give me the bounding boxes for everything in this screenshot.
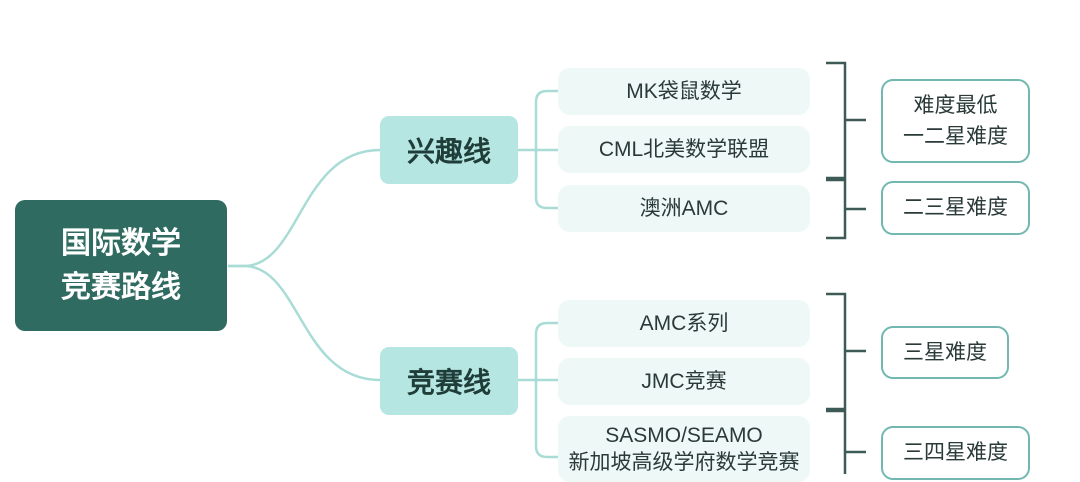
leaf-label-line-2: 新加坡高级学府数学竞赛: [568, 451, 800, 474]
leaf-amc-series: AMC系列: [558, 300, 810, 347]
difficulty-label: 三星难度: [903, 340, 987, 364]
leaf-label: 澳洲AMC: [639, 196, 729, 220]
bracket-competition-1: [826, 292, 866, 411]
interest-leaves-connector: [518, 89, 558, 210]
branch-interest: 兴趣线: [380, 116, 518, 184]
leaf-label: AMC系列: [639, 311, 729, 335]
leaf-jmc: JMC竞赛: [558, 358, 810, 405]
leaf-label-line-1: SASMO/SEAMO: [605, 423, 763, 447]
root-to-interest-connector: [228, 148, 381, 268]
leaf-australia-amc: 澳洲AMC: [558, 185, 810, 232]
difficulty-label: 二三星难度: [903, 196, 1008, 220]
root-to-competition-connector: [228, 264, 381, 382]
difficulty-box-three-four-star: 三四星难度: [881, 426, 1030, 480]
branch-competition: 竞赛线: [380, 347, 518, 415]
leaf-label: MK袋鼠数学: [626, 79, 742, 103]
root-line-1: 国际数学: [61, 227, 181, 260]
difficulty-line-2: 一二星难度: [903, 125, 1008, 148]
root-line-2: 竞赛路线: [61, 270, 181, 304]
difficulty-box-two-three-star: 二三星难度: [881, 181, 1030, 235]
bracket-competition-2: [826, 409, 866, 474]
leaf-cml: CML北美数学联盟: [558, 126, 810, 173]
bracket-interest-2: [826, 178, 866, 240]
difficulty-box-three-star: 三星难度: [881, 326, 1009, 379]
branch-competition-label: 竞赛线: [406, 367, 491, 398]
difficulty-label: 三四星难度: [903, 441, 1008, 465]
leaf-label: CML北美数学联盟: [598, 137, 770, 161]
leaf-sasmo-seamo: SASMO/SEAMO 新加坡高级学府数学竞赛: [558, 416, 810, 482]
root-node: 国际数学 竞赛路线: [15, 200, 227, 331]
difficulty-box-lowest: 难度最低 一二星难度: [881, 79, 1030, 163]
bracket-interest-1: [826, 61, 866, 180]
branch-interest-label: 兴趣线: [406, 136, 491, 167]
difficulty-line-1: 难度最低: [913, 93, 998, 117]
leaf-mk-kangaroo: MK袋鼠数学: [558, 68, 810, 115]
leaf-label: JMC竞赛: [641, 369, 727, 393]
competition-leaves-connector: [518, 321, 558, 459]
